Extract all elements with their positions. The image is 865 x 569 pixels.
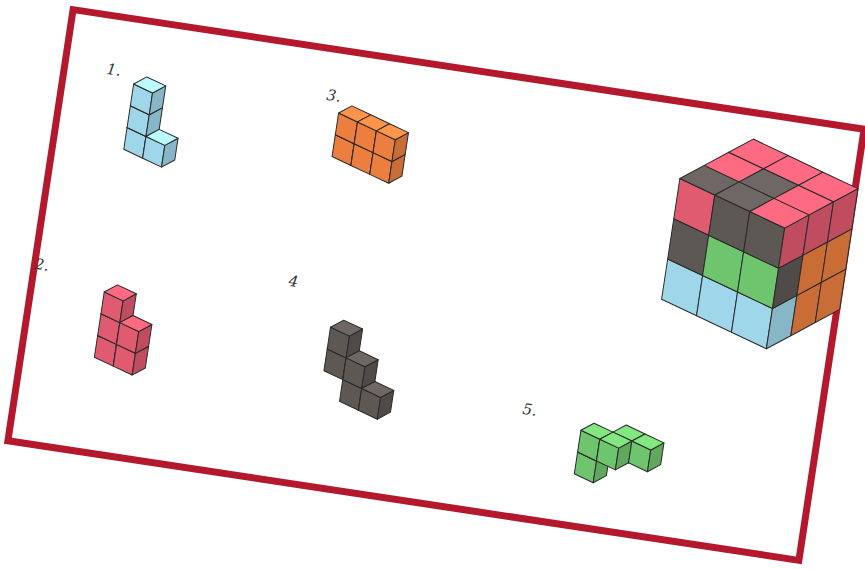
sheet-frame — [8, 10, 864, 561]
piece-number: 5. — [521, 400, 538, 420]
cube-face — [599, 430, 633, 450]
cube-face — [361, 380, 395, 400]
cube-face — [345, 349, 379, 369]
cube-face — [375, 122, 409, 142]
piece-red — [93, 283, 157, 377]
piece-number: 4 — [287, 272, 299, 291]
piece-number: 3. — [325, 86, 342, 106]
piece-green — [573, 418, 665, 492]
cube-face — [145, 128, 179, 148]
cube-face — [133, 75, 167, 95]
piece-orange — [329, 104, 411, 185]
cube-face — [631, 432, 665, 452]
assembled-cube — [657, 129, 863, 359]
piece-black — [318, 318, 403, 421]
cube-face — [797, 169, 860, 205]
tilted-sheet — [8, 10, 865, 561]
cube-pieces — [85, 46, 863, 515]
cube-face — [103, 283, 137, 303]
piece-blue — [122, 75, 186, 169]
cube-face — [119, 314, 153, 334]
piece-number: 2. — [33, 255, 50, 275]
cube-face — [330, 318, 364, 338]
piece-number: 1. — [105, 60, 122, 80]
